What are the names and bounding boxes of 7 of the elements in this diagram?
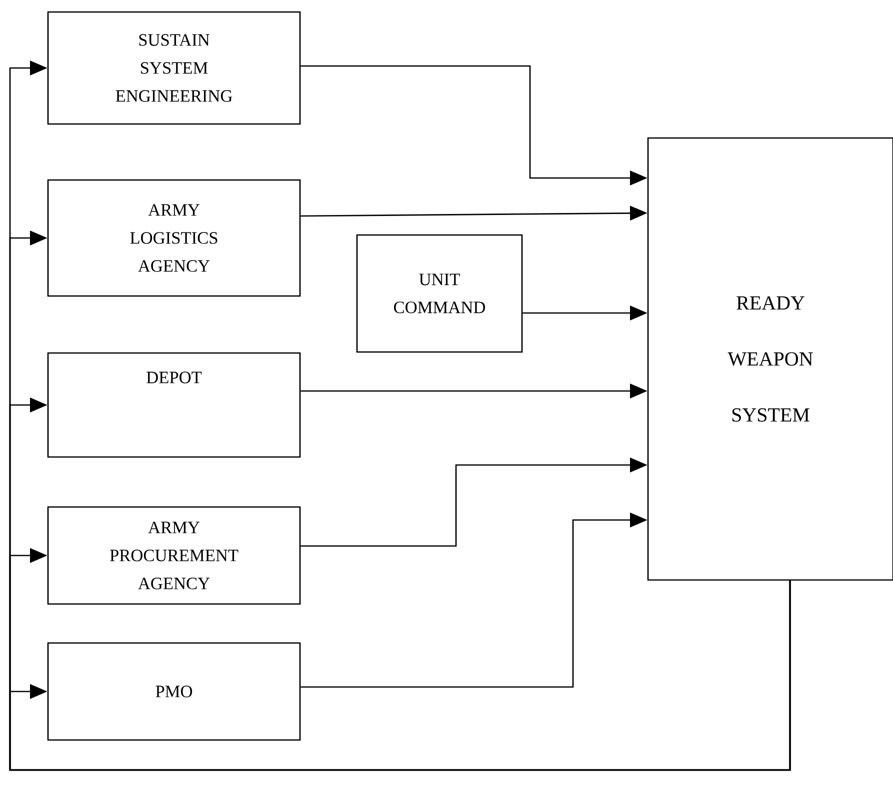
process-box: DEPOT — [47, 352, 301, 458]
process-box: ARMY LOGISTICS AGENCY — [47, 179, 301, 297]
unit-box: READY WEAPON SYSTEM — [647, 137, 893, 581]
process-box: ARMY PROCUREMENT AGENCY — [47, 506, 301, 605]
process-box: UNIT COMMAND — [356, 234, 523, 353]
process-box: PMO — [47, 642, 301, 741]
process-box: SUSTAIN SYSTEM ENGINEERING — [47, 11, 301, 125]
